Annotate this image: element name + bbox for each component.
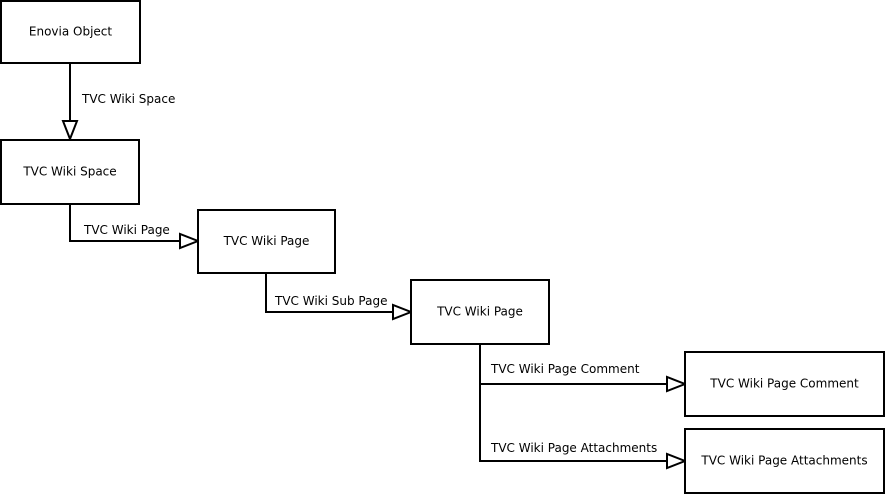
arrow-icon bbox=[61, 120, 79, 142]
node-label: Enovia Object bbox=[29, 25, 113, 39]
node-enovia-object: Enovia Object bbox=[0, 0, 141, 64]
node-wiki-page-comment: TVC Wiki Page Comment bbox=[684, 351, 885, 417]
node-wiki-page-1: TVC Wiki Page bbox=[197, 209, 336, 274]
node-box bbox=[684, 351, 885, 417]
edge-label-page-to-comment: TVC Wiki Page Comment bbox=[490, 362, 640, 376]
edge-label-enovia-to-space: TVC Wiki Space bbox=[81, 92, 175, 106]
arrow-icon bbox=[392, 303, 414, 321]
node-wiki-page-2: TVC Wiki Page bbox=[410, 279, 550, 345]
edge-label-page-to-subpage: TVC Wiki Sub Page bbox=[274, 294, 387, 308]
edge-page-to-attachments bbox=[479, 384, 688, 470]
edge-line bbox=[265, 274, 393, 313]
node-label: TVC Wiki Page Attachments bbox=[700, 454, 867, 468]
edge-space-to-page bbox=[69, 205, 201, 250]
node-box bbox=[197, 209, 336, 274]
arrow-icon bbox=[666, 375, 688, 393]
node-box bbox=[410, 279, 550, 345]
node-box bbox=[0, 139, 140, 205]
arrow-icon bbox=[666, 452, 688, 470]
node-wiki-space: TVC Wiki Space bbox=[0, 139, 140, 205]
edge-line bbox=[479, 384, 667, 462]
edge-page-to-subpage bbox=[265, 274, 414, 321]
node-box bbox=[0, 0, 141, 64]
node-label: TVC Wiki Space bbox=[22, 165, 116, 179]
edge-label-space-to-page: TVC Wiki Page bbox=[83, 223, 170, 237]
node-box bbox=[684, 428, 885, 494]
edge-enovia-to-space bbox=[61, 63, 79, 142]
node-label: TVC Wiki Page bbox=[223, 234, 310, 248]
edge-line bbox=[69, 205, 180, 242]
node-label: TVC Wiki Page Comment bbox=[709, 377, 859, 391]
node-label: TVC Wiki Page bbox=[436, 305, 523, 319]
node-wiki-page-attachments: TVC Wiki Page Attachments bbox=[684, 428, 885, 494]
arrow-icon bbox=[179, 232, 201, 250]
edge-label-page-to-attachments: TVC Wiki Page Attachments bbox=[490, 441, 657, 455]
